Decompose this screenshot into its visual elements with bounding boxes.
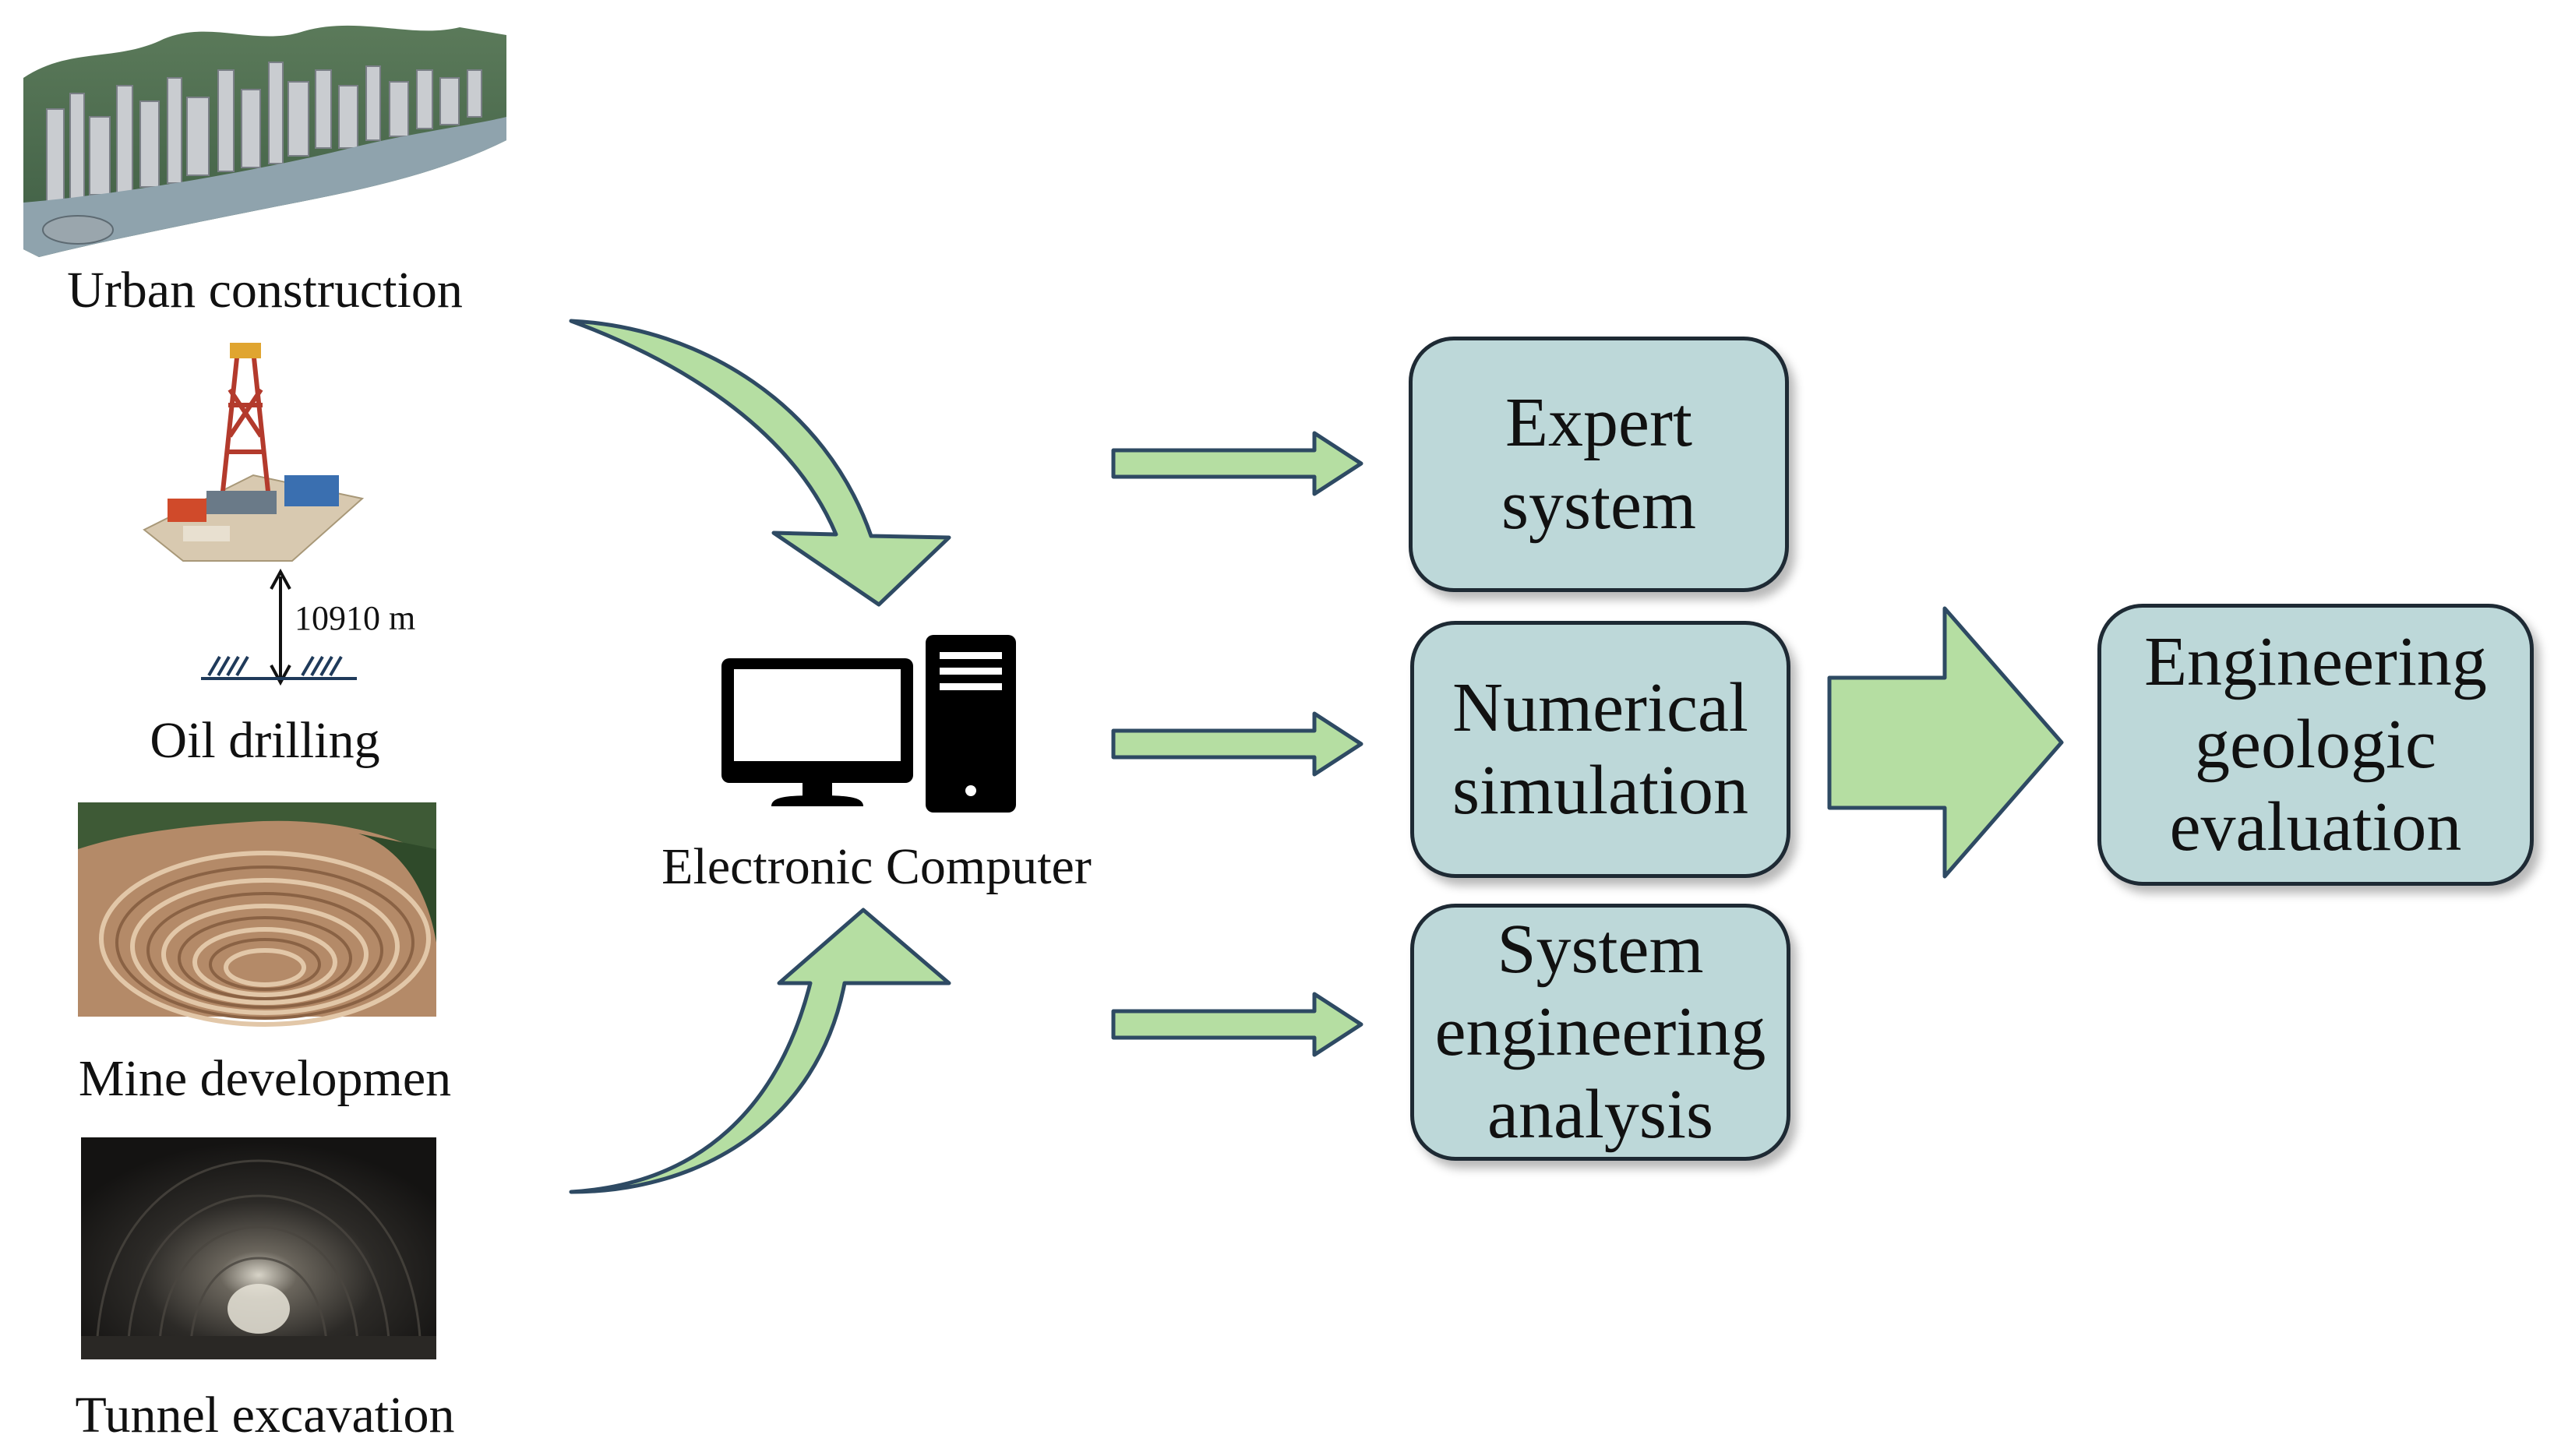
box-line: Expert — [1505, 383, 1692, 461]
tunnel-photo — [81, 1137, 436, 1360]
drilling-rig-photo — [143, 343, 365, 562]
arrow-to-numerical-simulation — [1111, 711, 1363, 777]
box-line: analysis — [1487, 1076, 1713, 1154]
ground-hatch-icon — [201, 655, 357, 680]
computer-label: Electronic Computer — [661, 838, 1092, 895]
numerical-simulation-box: Numerical simulation — [1410, 621, 1790, 878]
box-line: system — [1501, 467, 1696, 544]
depth-arrow — [270, 568, 291, 686]
engineering-geologic-evaluation-box: Engineering geologic evaluation — [2097, 604, 2534, 886]
urban-construction-label: Urban construction — [67, 262, 463, 319]
box-line: evaluation — [2169, 788, 2462, 866]
city-skyline-photo — [23, 25, 506, 258]
box-line: geologic — [2195, 705, 2436, 783]
arrow-to-evaluation — [1827, 606, 2064, 879]
tunnel-excavation-label: Tunnel excavation — [75, 1387, 455, 1444]
oil-drilling-label: Oil drilling — [150, 712, 380, 769]
box-line: Engineering — [2144, 622, 2487, 700]
mine-development-label: Mine developmen — [78, 1050, 452, 1107]
expert-system-box: Expert system — [1409, 337, 1789, 592]
arrow-to-system-engineering — [1111, 992, 1363, 1057]
desktop-computer-icon — [721, 635, 1016, 813]
box-line: simulation — [1452, 752, 1748, 829]
box-line: System — [1497, 910, 1704, 988]
system-engineering-analysis-box: System engineering analysis — [1410, 904, 1790, 1161]
box-line: engineering — [1434, 992, 1766, 1070]
arrow-to-expert-system — [1111, 431, 1363, 496]
box-line: Numerical — [1452, 668, 1748, 746]
open-pit-mine-photo — [78, 802, 436, 1027]
depth-label: 10910 m — [295, 599, 416, 637]
